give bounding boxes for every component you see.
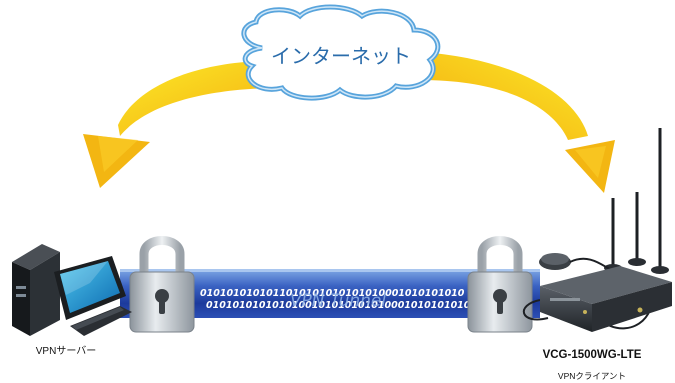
client-label: VPNクライアント [557, 371, 627, 381]
right-padlock-icon [467, 236, 533, 333]
server-label: VPNサーバー [35, 346, 97, 357]
tunnel-binary-line-2: 0101010101010100101010101010001010101010… [206, 300, 484, 311]
cloud-label: インターネット [271, 44, 411, 68]
tunnel-binary-line-1: 0101010101011010101010101010001010101010 [200, 288, 465, 299]
cloud-icon [241, 4, 441, 101]
tunnel-label: VPN Tunnel [290, 291, 386, 311]
desktop-computer-icon [12, 244, 132, 336]
right-arrow [420, 52, 615, 193]
left-padlock-icon [129, 236, 195, 333]
lte-router-icon [522, 128, 672, 332]
client-model-label: VCG-1500WG-LTE [542, 349, 642, 361]
